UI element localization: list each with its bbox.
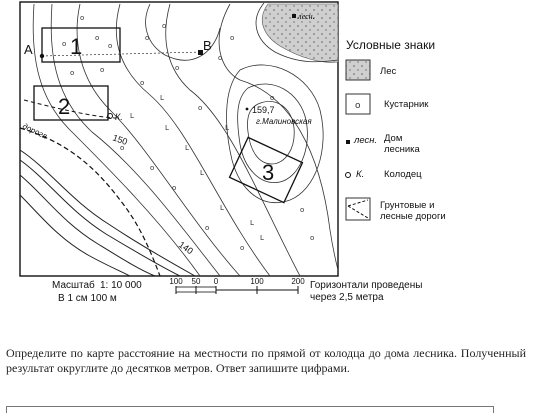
svg-text:L: L xyxy=(160,94,164,102)
square-2-label: 2 xyxy=(58,94,70,119)
scale-tick-100-left: 100 xyxy=(169,277,183,286)
scale-tick-0: 0 xyxy=(214,277,219,286)
svg-text:L: L xyxy=(250,219,254,227)
point-b-marker xyxy=(198,50,203,55)
legend-title: Условные знаки xyxy=(346,38,436,52)
legend-house-symbol: лесн. xyxy=(354,135,378,146)
svg-text:o: o xyxy=(70,69,74,77)
square-3 xyxy=(228,136,304,204)
square-2 xyxy=(33,85,109,121)
svg-text:o: o xyxy=(62,40,66,48)
legend-road-label: Грунтовые и лесные дороги xyxy=(380,200,446,222)
forest-icon xyxy=(345,59,371,81)
svg-text:L: L xyxy=(260,234,264,242)
svg-text:o: o xyxy=(218,54,222,62)
hill-name-label: г.Малиновская xyxy=(256,117,312,126)
svg-text:L: L xyxy=(225,124,229,132)
answer-box[interactable] xyxy=(6,406,494,413)
svg-text:o: o xyxy=(270,94,274,102)
elevation-label: 159,7 xyxy=(252,105,275,115)
forester-house-icon xyxy=(346,140,350,144)
forester-house-map-label: лесн. xyxy=(297,12,315,21)
svg-text:L: L xyxy=(165,124,169,132)
scale-tick-50: 50 xyxy=(192,277,201,286)
svg-text:o: o xyxy=(205,224,209,232)
shrub-icon xyxy=(345,93,371,115)
river-lines xyxy=(19,149,196,277)
forest-area xyxy=(262,3,339,63)
well-symbol xyxy=(107,113,113,119)
svg-text:o: o xyxy=(120,144,124,152)
point-a-label: A xyxy=(24,42,33,57)
elevation-point xyxy=(245,107,249,111)
legend-shrub-label: Кустарник xyxy=(384,99,429,110)
road-icon xyxy=(345,197,371,221)
legend-well-label: Колодец xyxy=(384,169,422,180)
segment-ab xyxy=(41,51,203,57)
svg-text:o: o xyxy=(140,79,144,87)
scale-bar xyxy=(175,286,299,294)
scale-per-cm: В 1 см 100 м xyxy=(58,293,117,304)
square-1-label: 1 xyxy=(70,34,82,59)
svg-text:o: o xyxy=(230,34,234,42)
well-map-label: К. xyxy=(115,112,123,122)
forester-house-symbol xyxy=(292,14,296,18)
task-question: Определите по карте расстояние на местно… xyxy=(6,346,526,375)
scale-ratio: 1: 10 000 xyxy=(100,280,142,291)
legend-house-label: Дом лесника xyxy=(384,133,420,155)
svg-text:o: o xyxy=(162,22,166,30)
svg-text:o: o xyxy=(172,184,176,192)
legend-well-symbol: К. xyxy=(356,169,365,180)
scale-tick-200: 200 xyxy=(291,277,305,286)
point-b-label: B xyxy=(203,38,212,53)
svg-text:o: o xyxy=(310,234,314,242)
svg-text:L: L xyxy=(200,169,204,177)
well-icon xyxy=(345,172,351,178)
svg-text:L: L xyxy=(185,144,189,152)
scale-tick-100: 100 xyxy=(250,277,264,286)
svg-text:o: o xyxy=(175,64,179,72)
svg-text:o: o xyxy=(150,164,154,172)
svg-text:o: o xyxy=(198,104,202,112)
square-3-label: 3 xyxy=(262,160,274,185)
contour-interval-note: Горизонтали проведены через 2,5 метра xyxy=(310,280,423,303)
svg-text:o: o xyxy=(355,101,361,111)
svg-text:o: o xyxy=(80,14,84,22)
svg-text:L: L xyxy=(130,112,134,120)
svg-text:o: o xyxy=(100,66,104,74)
contour-label-150: 150 xyxy=(111,132,129,147)
contour-lines xyxy=(32,2,339,277)
square-1 xyxy=(41,27,121,63)
svg-text:o: o xyxy=(95,34,99,42)
dirt-road xyxy=(19,127,161,277)
point-a-marker xyxy=(39,53,45,59)
svg-text:o: o xyxy=(300,206,304,214)
svg-text:L: L xyxy=(220,204,224,212)
svg-text:o: o xyxy=(145,34,149,42)
svg-text:o: o xyxy=(240,244,244,252)
scale-label: Масштаб xyxy=(52,280,95,291)
legend-forest-label: Лес xyxy=(380,66,397,77)
svg-text:o: o xyxy=(108,42,112,50)
